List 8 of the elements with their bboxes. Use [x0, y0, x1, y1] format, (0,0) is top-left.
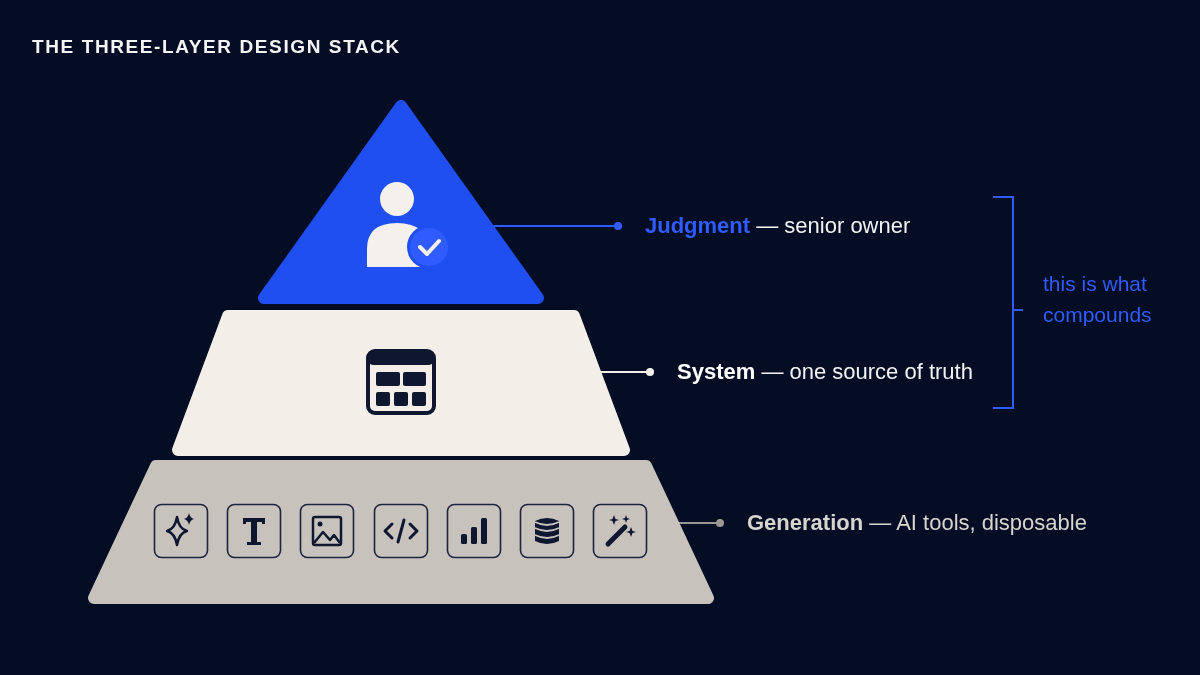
pyramid-base-layer	[88, 460, 714, 604]
pyramid-middle-layer	[172, 310, 630, 456]
layer-label: Generation — AI tools, disposable	[720, 508, 1087, 538]
pyramid-top-layer	[258, 100, 544, 304]
slide-title: THE THREE-LAYER DESIGN STACK	[32, 36, 401, 58]
layer-label: System — one source of truth	[650, 357, 973, 387]
layer-label: Judgment — senior owner	[618, 211, 911, 241]
bracket-note: this is what compounds	[1043, 271, 1149, 328]
